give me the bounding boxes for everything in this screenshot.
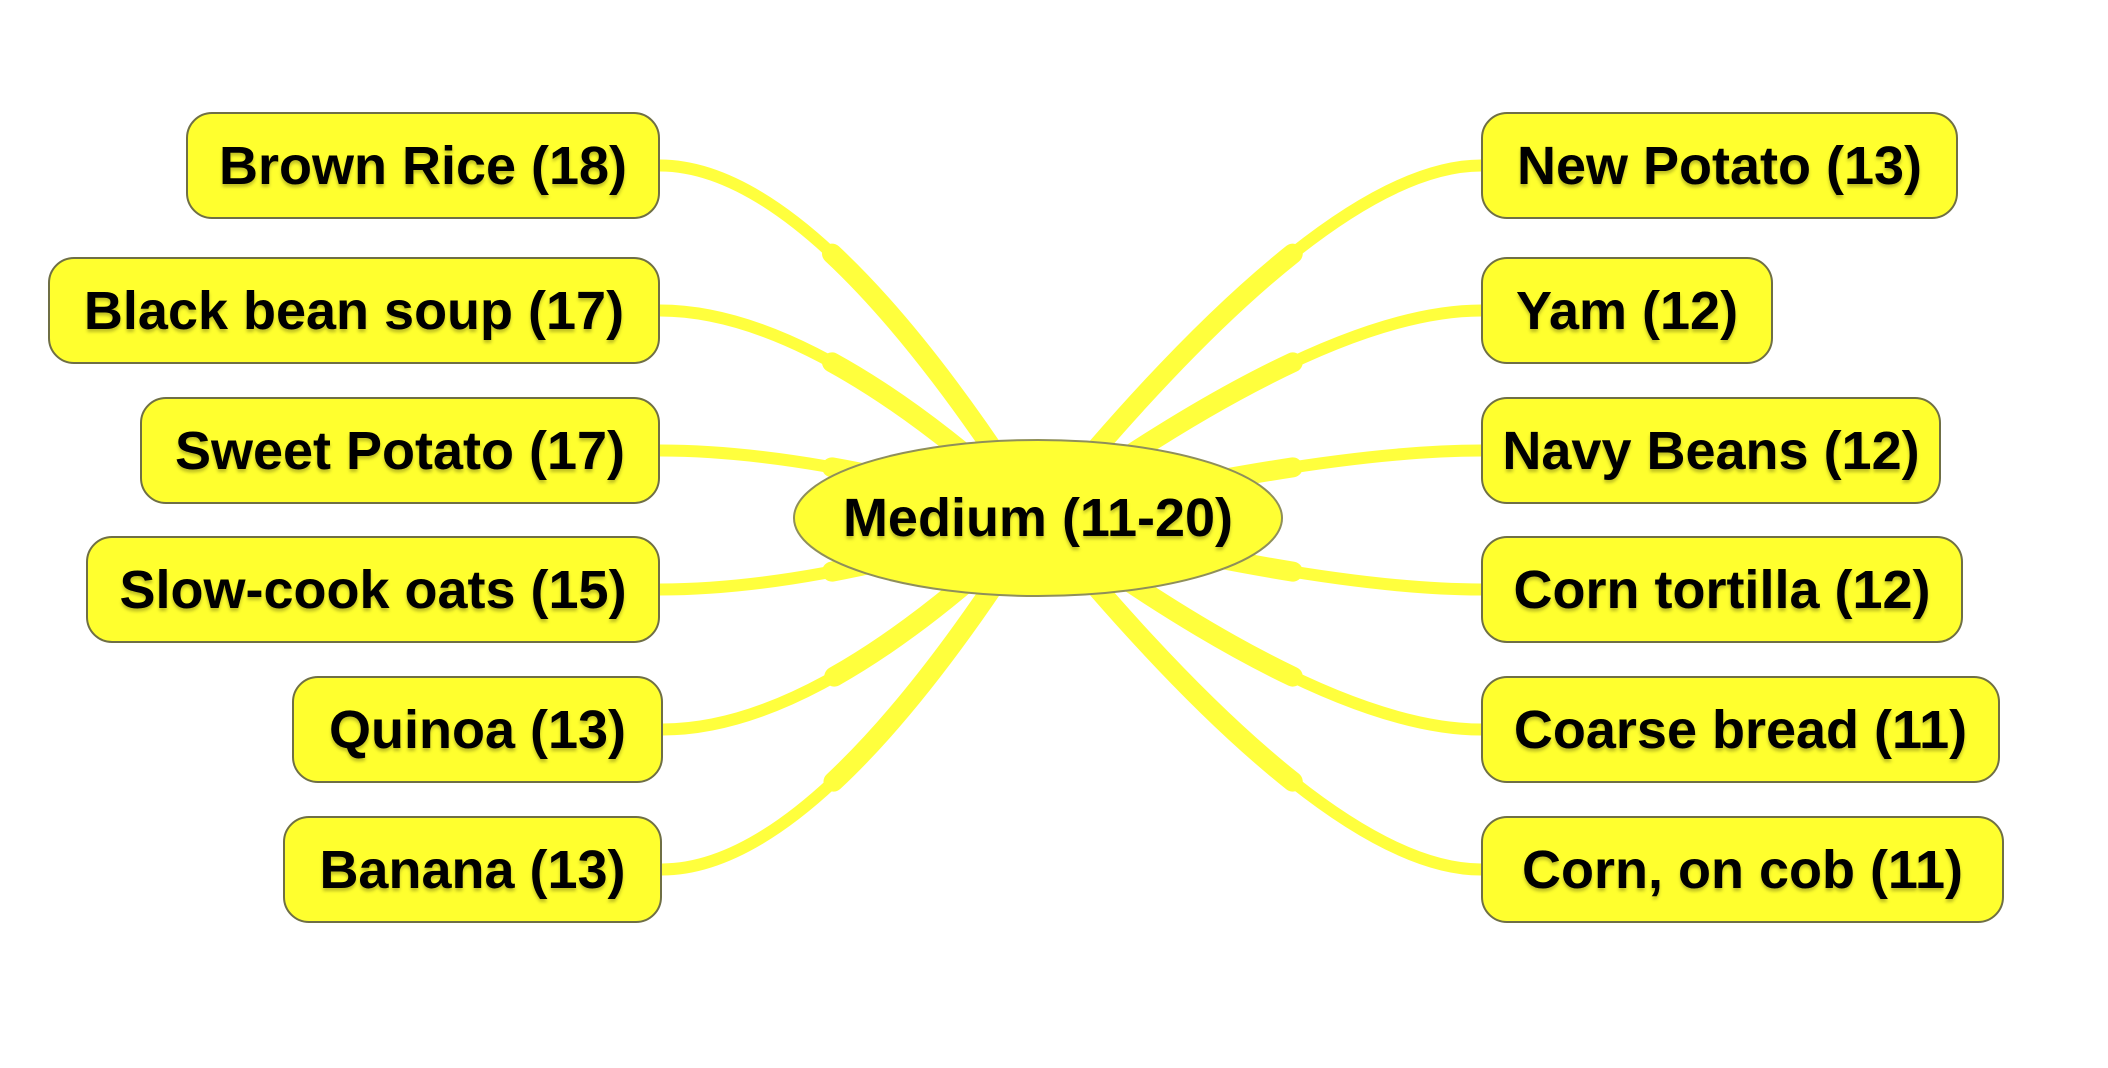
node-banana[interactable]: Banana (13) (283, 816, 662, 923)
node-new-potato[interactable]: New Potato (13) (1481, 112, 1958, 219)
node-quinoa[interactable]: Quinoa (13) (292, 676, 663, 783)
node-brown-rice[interactable]: Brown Rice (18) (186, 112, 660, 219)
center-ellipse (793, 439, 1283, 597)
node-corn-on-cob[interactable]: Corn, on cob (11) (1481, 816, 2004, 923)
node-sweet-potato[interactable]: Sweet Potato (17) (140, 397, 660, 504)
center-node[interactable]: Medium (11-20) (842, 488, 1234, 548)
node-corn-tortilla[interactable]: Corn tortilla (12) (1481, 536, 1963, 643)
node-black-bean-soup[interactable]: Black bean soup (17) (48, 257, 660, 364)
node-navy-beans[interactable]: Navy Beans (12) (1481, 397, 1941, 504)
node-yam[interactable]: Yam (12) (1481, 257, 1773, 364)
node-coarse-bread[interactable]: Coarse bread (11) (1481, 676, 2000, 783)
node-slow-cook-oats[interactable]: Slow-cook oats (15) (86, 536, 660, 643)
